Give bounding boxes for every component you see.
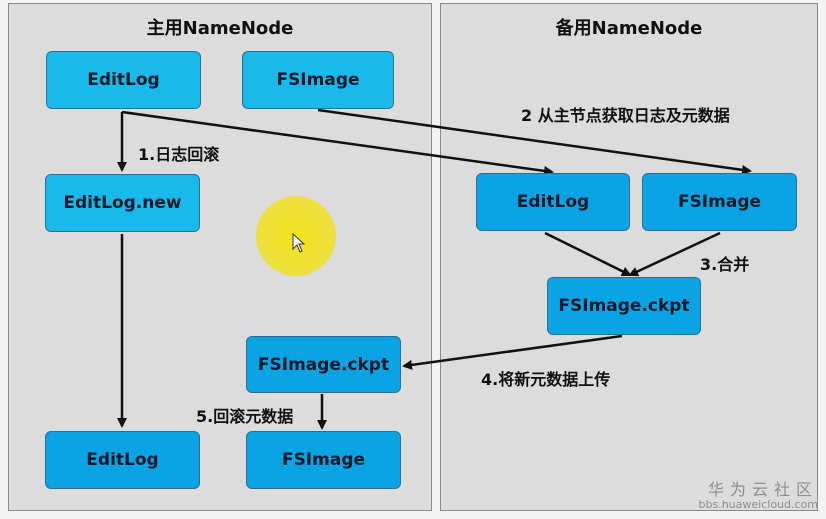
standby-namenode-panel: 备用NameNode [440, 3, 818, 511]
arrow-fsimage-to-standby-fsimage [317, 108, 752, 175]
primary-editlog-new-node: EditLog.new [45, 174, 200, 232]
primary-fsimage-final-node: FSImage [246, 431, 401, 489]
primary-fsimage-node: FSImage [242, 51, 394, 109]
arrow-editlog-to-standby-editlog [121, 110, 554, 176]
step2-label: 2 从主节点获取日志及元数据 [521, 106, 730, 125]
step4-label: 4.将新元数据上传 [481, 370, 611, 389]
watermark-sub: bbs.huaweicloud.com [698, 498, 818, 511]
step3-label: 3.合并 [700, 255, 750, 274]
standby-fsimage-ckpt-node: FSImage.ckpt [547, 277, 701, 335]
arrow-standby-fsimage-to-ckpt [628, 231, 721, 277]
primary-namenode-title: 主用NameNode [146, 18, 294, 39]
primary-editlog-final-node: EditLog [45, 431, 200, 489]
primary-fsimage-ckpt-node: FSImage.ckpt [246, 336, 401, 393]
step1-label: 1.日志回滚 [138, 145, 220, 164]
arrow-standby-editlog-to-ckpt [544, 231, 632, 277]
mouse-pointer-icon [292, 233, 306, 253]
standby-fsimage-node: FSImage [642, 173, 797, 231]
step5-label: 5.回滚元数据 [196, 407, 294, 426]
primary-editlog-node: EditLog [46, 51, 201, 109]
cursor-highlight [256, 196, 336, 276]
arrow-ckpt-upload [402, 334, 623, 370]
standby-editlog-node: EditLog [476, 173, 630, 231]
watermark-main: 华为云社区 [707, 480, 818, 499]
watermark: 华为云社区 bbs.huaweicloud.com [699, 476, 818, 511]
standby-namenode-title: 备用NameNode [555, 18, 703, 39]
